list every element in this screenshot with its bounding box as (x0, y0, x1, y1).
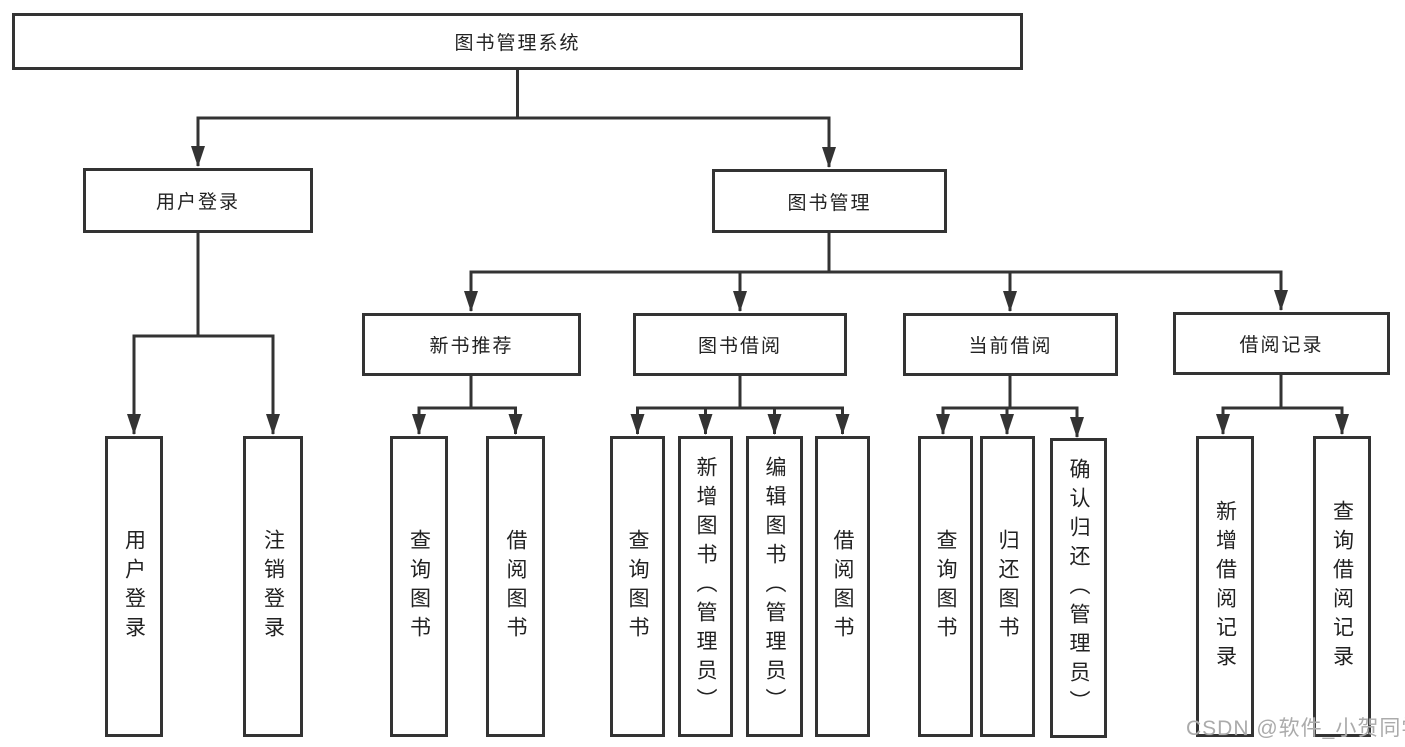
node-label: 查询图书 (407, 528, 431, 645)
node-label: 查询图书 (626, 528, 649, 645)
node-label: 图书管理 (787, 192, 872, 214)
csdn-watermark: CSDN @软件_小贺同学 (1186, 717, 1405, 740)
node-label: 用户登录 (122, 528, 146, 645)
node-label: 借阅记录 (1239, 335, 1324, 356)
node-label: 借阅图书 (831, 528, 854, 645)
node-label: 编辑图书（管理员） (763, 456, 786, 717)
node-label: 注销登录 (261, 528, 285, 645)
node-book-borrow: 图书借阅 (633, 313, 847, 376)
node-leaf-query-books-borrow: 查询图书 (610, 436, 665, 737)
node-leaf-logout: 注销登录 (243, 436, 303, 737)
connector-userlogin-to-leaves (127, 233, 280, 435)
node-leaf-add-borrow-record: 新增借阅记录 (1196, 436, 1254, 737)
connector-newbooks-to-leaves (412, 376, 523, 435)
node-label: 图书借阅 (697, 336, 782, 357)
node-borrow-records: 借阅记录 (1173, 312, 1390, 375)
node-label: 新增图书（管理员） (694, 456, 717, 717)
node-label: 查询图书 (934, 528, 957, 645)
node-leaf-edit-books-admin: 编辑图书（管理员） (746, 436, 803, 737)
node-leaf-confirm-return-admin: 确认归还（管理员） (1050, 438, 1107, 738)
node-leaf-return-books: 归还图书 (980, 436, 1035, 737)
connector-root-to-level2 (191, 70, 836, 168)
node-current-borrow: 当前借阅 (903, 313, 1118, 376)
node-label: 借阅图书 (504, 528, 527, 645)
node-label: 新增借阅记录 (1213, 499, 1237, 674)
node-leaf-query-books-current: 查询图书 (918, 436, 973, 737)
node-book-management: 图书管理 (712, 169, 947, 233)
node-user-login-group: 用户登录 (83, 168, 313, 233)
node-leaf-query-books-recommend: 查询图书 (390, 436, 448, 737)
node-label: 归还图书 (996, 528, 1019, 645)
node-label: 确认归还（管理员） (1067, 457, 1090, 719)
node-leaf-user-login: 用户登录 (105, 436, 163, 737)
node-label: 新书推荐 (429, 336, 514, 357)
node-label: 当前借阅 (968, 336, 1053, 357)
node-new-book-recommend: 新书推荐 (362, 313, 581, 376)
node-root-system: 图书管理系统 (12, 13, 1023, 70)
node-label: 用户登录 (155, 192, 240, 213)
node-leaf-query-borrow-record: 查询借阅记录 (1313, 436, 1371, 737)
node-label: 图书管理系统 (454, 33, 581, 54)
node-leaf-add-books-admin: 新增图书（管理员） (678, 436, 733, 737)
node-label: 查询借阅记录 (1330, 499, 1354, 674)
connector-current-to-leaves (936, 376, 1084, 438)
node-leaf-borrow-books-recommend: 借阅图书 (486, 436, 545, 737)
node-leaf-borrow-books: 借阅图书 (815, 436, 870, 737)
connector-borrow-to-leaves (630, 376, 850, 435)
connector-records-to-leaves (1216, 375, 1349, 435)
connector-bookmgmt-to-level3 (464, 233, 1288, 312)
